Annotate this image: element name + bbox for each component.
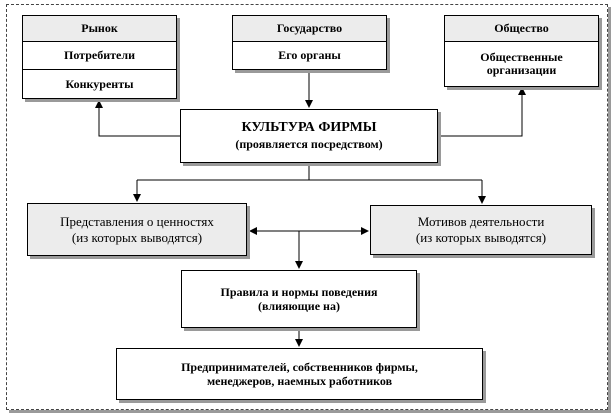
market-title: Рынок	[23, 16, 176, 42]
arrow-culture-to-market	[95, 100, 181, 137]
culture-title: КУЛЬТУРА ФИРМЫ	[241, 120, 377, 135]
society-organizations: Общественные организации	[480, 50, 563, 77]
values-subtitle: (из которых выводятся)	[71, 229, 203, 245]
market-competitors: Конкуренты	[65, 76, 134, 91]
values-title: Представления о ценностях	[60, 213, 214, 229]
society-block: Общество Общественные организации	[444, 15, 599, 87]
culture-subtitle: (проявляется посредством)	[235, 137, 383, 151]
rules-title: Правила и нормы поведения	[220, 285, 378, 299]
market-consumers: Потребители	[23, 42, 176, 70]
state-block: Государство Его органы	[232, 15, 387, 70]
motives-box: Мотивов деятельности (из которых выводят…	[370, 205, 592, 255]
market-block: Рынок Потребители Конкуренты	[22, 15, 177, 99]
people-line2: менеджеров, наемных работников	[206, 374, 393, 388]
society-title: Общество	[445, 16, 598, 42]
motives-subtitle: (из которых выводятся)	[415, 230, 547, 245]
people-box: Предпринимателей, собственников фирмы, м…	[116, 348, 483, 400]
diagram-frame	[6, 4, 608, 410]
arrow-culture-to-society	[438, 87, 526, 137]
values-box: Представления о ценностях (из которых вы…	[27, 203, 247, 256]
people-line1: Предпринимателей, собственников фирмы,	[181, 360, 418, 374]
state-title: Государство	[233, 16, 386, 42]
state-organs: Его органы	[278, 48, 341, 62]
rules-box: Правила и нормы поведения (влияющие на)	[181, 270, 417, 328]
rules-subtitle: (влияющие на)	[258, 299, 340, 313]
culture-box: КУЛЬТУРА ФИРМЫ (проявляется посредством)	[180, 109, 438, 163]
motives-title: Мотивов деятельности	[417, 214, 545, 229]
